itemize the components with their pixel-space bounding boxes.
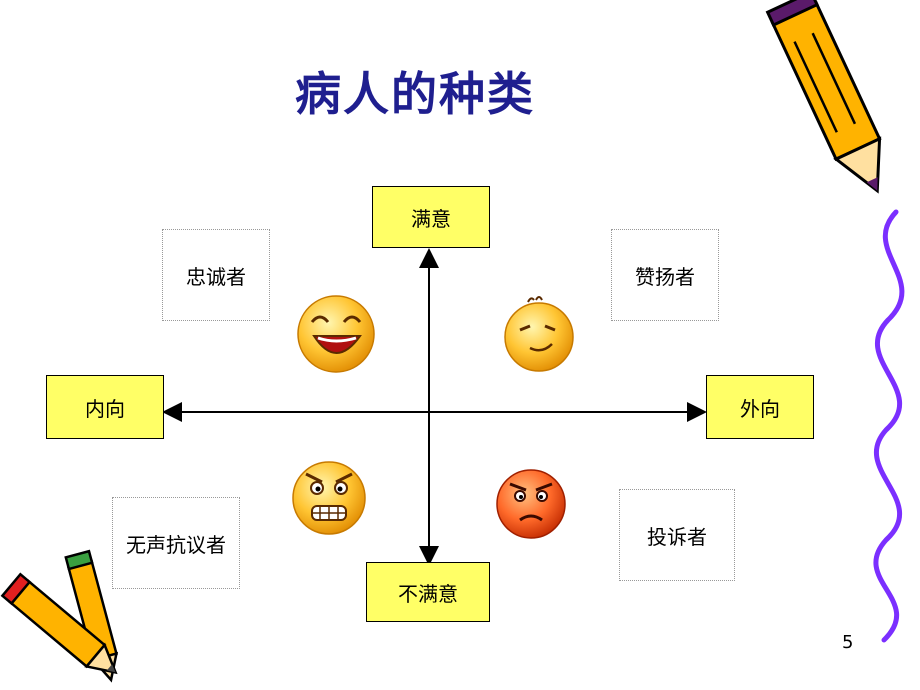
wavy-line-decoration — [873, 209, 905, 643]
axis-right-box: 外向 — [706, 375, 814, 439]
axis-left-box: 内向 — [46, 375, 164, 439]
axis-bottom-box: 不满意 — [366, 562, 490, 622]
page-number: 5 — [842, 632, 854, 653]
angry-face-icon — [496, 469, 566, 539]
pencils-icon — [0, 549, 119, 683]
quadrant-top-right-label: 赞扬者 — [611, 229, 719, 321]
laughing-face-icon — [297, 295, 375, 373]
grimacing-face-icon — [292, 461, 366, 535]
winking-face-icon — [504, 296, 574, 372]
slide-title: 病人的种类 — [295, 67, 535, 121]
quadrant-bottom-right-label: 投诉者 — [619, 489, 735, 581]
quadrant-top-left-label: 忠诚者 — [162, 229, 270, 321]
quadrant-bottom-left-label: 无声抗议者 — [112, 497, 240, 589]
axis-top-box: 满意 — [372, 186, 490, 248]
pencil-icon — [765, 0, 882, 194]
